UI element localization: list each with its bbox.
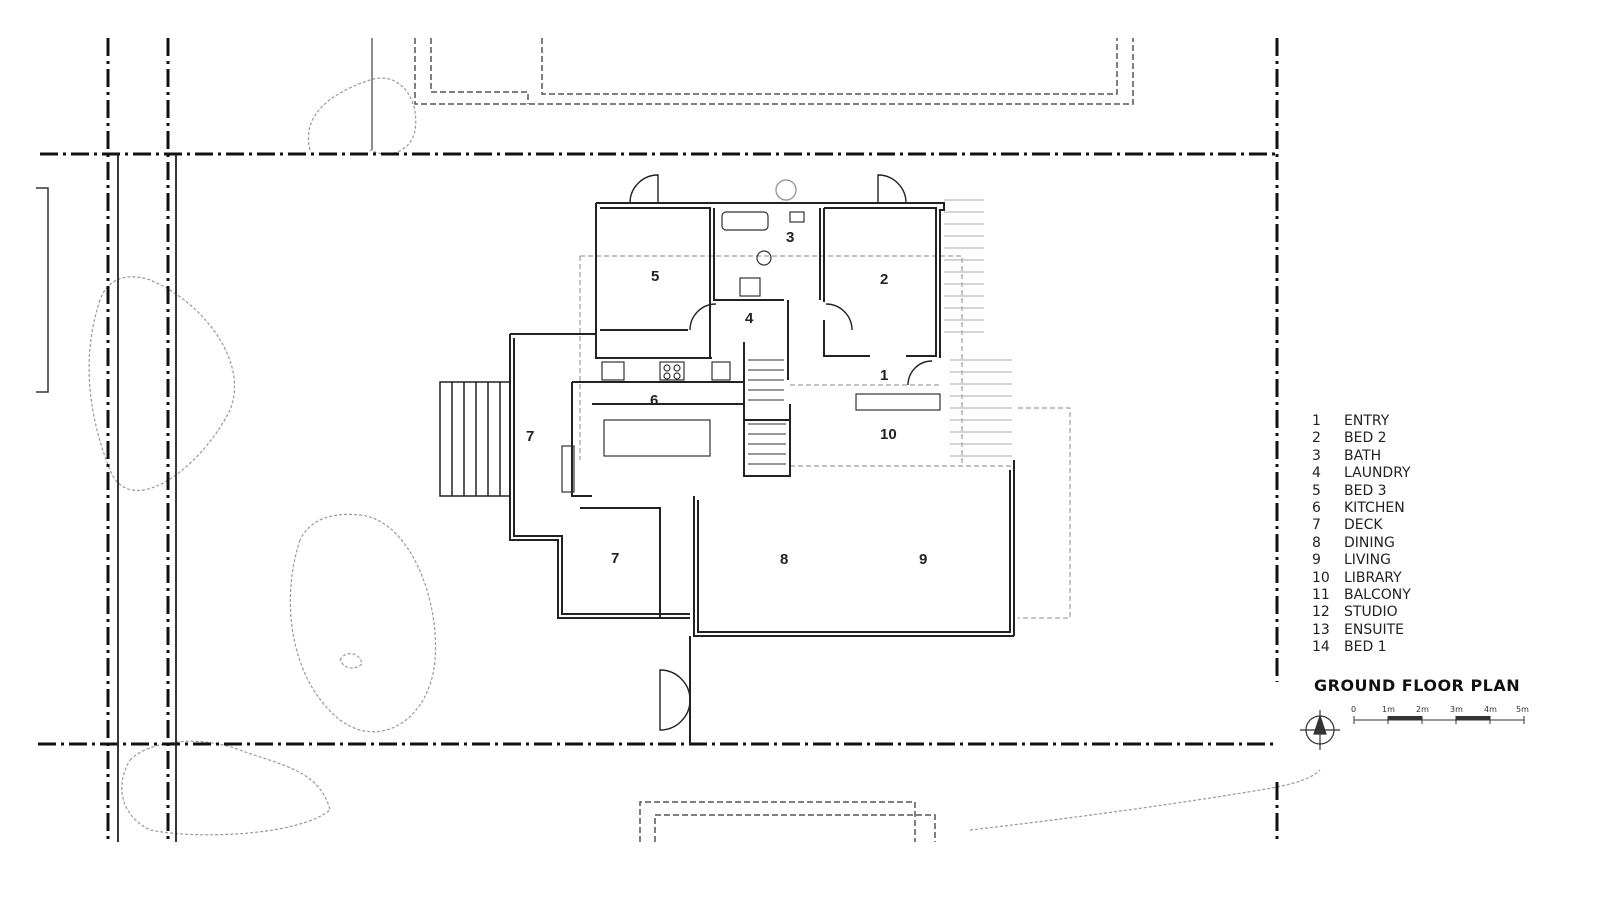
property-boundaries (38, 38, 1279, 842)
room-label-library: 10 (880, 426, 897, 443)
legend-room-name: DECK (1344, 517, 1383, 534)
scale-bar: 0 1m 2m 3m 4m 5m (1351, 705, 1529, 724)
legend-room-name: BATH (1344, 447, 1382, 464)
room-label-dining: 8 (780, 551, 788, 568)
legend-room-name: BED 1 (1344, 639, 1387, 656)
room-label-bed2: 2 (880, 271, 888, 288)
neighbour-building-north (414, 38, 1134, 105)
legend-room-name: BED 2 (1344, 430, 1387, 447)
legend-row: 13 ENSUITE (1312, 622, 1411, 639)
trees (88, 77, 1321, 836)
legend-room-name: LIVING (1344, 552, 1391, 569)
room-label-entry: 1 (880, 367, 888, 384)
house-walls (509, 202, 1015, 744)
legend-row: 10 LIBRARY (1312, 570, 1411, 587)
doors (629, 174, 933, 731)
legend-row: 7 DECK (1312, 517, 1411, 534)
legend-number: 5 (1312, 482, 1321, 499)
neighbour-building-south (639, 801, 936, 842)
legend-room-name: LAUNDRY (1344, 465, 1411, 482)
room-label-deck-south: 7 (611, 550, 619, 567)
fixtures (561, 211, 941, 493)
neighbour-fence-west (36, 187, 49, 393)
legend-room-name: ENSUITE (1344, 621, 1404, 638)
room-label-bed3: 5 (651, 268, 659, 285)
legend-number: 10 (1312, 569, 1330, 586)
scale-tick-2: 2m (1416, 705, 1429, 714)
scale-tick-5: 5m (1516, 705, 1529, 714)
legend-row: 9 LIVING (1312, 552, 1411, 569)
legend-room-name: ENTRY (1344, 413, 1390, 429)
legend-room-name: KITCHEN (1344, 499, 1405, 516)
legend-number: 2 (1312, 430, 1321, 447)
room-label-living: 9 (919, 551, 927, 568)
deck-stairs (439, 381, 511, 497)
scale-tick-3: 3m (1450, 705, 1463, 714)
legend-number: 11 (1312, 586, 1330, 603)
legend-number: 1 (1312, 413, 1321, 429)
internal-stairs (748, 359, 786, 465)
legend-number: 3 (1312, 447, 1321, 464)
legend-row: 2 BED 2 (1312, 430, 1411, 447)
legend-number: 12 (1312, 604, 1330, 621)
room-label-deck-west: 7 (526, 428, 534, 445)
legend-room-name: DINING (1344, 534, 1395, 551)
legend-row: 1 ENTRY (1312, 413, 1411, 430)
scale-tick-4: 4m (1484, 705, 1497, 714)
east-deck-steps (944, 199, 1012, 457)
room-label-bath: 3 (786, 229, 794, 246)
legend-row: 14 BED 1 (1312, 639, 1411, 656)
legend-row: 11 BALCONY (1312, 587, 1411, 604)
legend-number: 14 (1312, 639, 1330, 656)
legend-row: 8 DINING (1312, 535, 1411, 552)
legend-row: 5 BED 3 (1312, 483, 1411, 500)
legend-room-name: BED 3 (1344, 482, 1387, 499)
room-label-laundry: 4 (745, 310, 754, 327)
legend-row: 3 BATH (1312, 448, 1411, 465)
plan-title: GROUND FLOOR PLAN (1314, 676, 1521, 695)
legend-row: 4 LAUNDRY (1312, 465, 1411, 482)
boundary-fences (117, 154, 177, 842)
legend-number: 7 (1312, 517, 1321, 534)
legend-room-name: STUDIO (1344, 604, 1398, 621)
room-label-kitchen: 6 (650, 392, 658, 409)
north-arrow-icon (1300, 710, 1340, 750)
legend-number: 6 (1312, 499, 1321, 516)
legend-number: 9 (1312, 552, 1321, 569)
legend-number: 13 (1312, 621, 1330, 638)
legend-row: 6 KITCHEN (1312, 500, 1411, 517)
legend-number: 8 (1312, 534, 1321, 551)
legend-room-name: LIBRARY (1344, 569, 1402, 586)
legend-room-name: BALCONY (1344, 586, 1411, 603)
scale-tick-1: 1m (1382, 705, 1395, 714)
upper-floor-outline (579, 255, 1071, 619)
scale-tick-0: 0 (1351, 705, 1356, 714)
legend-number: 4 (1312, 465, 1321, 482)
legend-row: 12 STUDIO (1312, 604, 1411, 621)
